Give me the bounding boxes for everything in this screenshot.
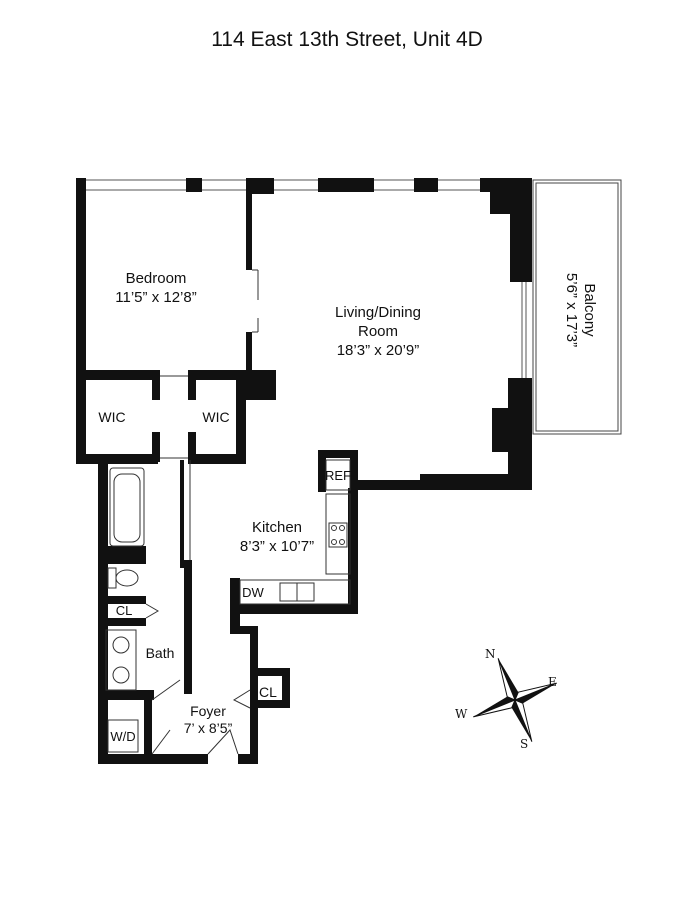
windows — [86, 179, 527, 378]
balcony-size: 5’6” x 17’3” — [563, 273, 580, 347]
plan-title: 114 East 13th Street, Unit 4D — [211, 28, 483, 51]
wic-left-label: WIC — [98, 409, 125, 425]
compass-letters: N E S W — [455, 647, 557, 751]
living-name-1: Living/Dining — [335, 304, 421, 321]
balcony-name: Balcony — [581, 283, 598, 337]
compass-rose — [473, 658, 557, 742]
bath-label: Bath — [146, 645, 175, 661]
living-name-2: Room — [358, 323, 398, 340]
walls — [76, 178, 532, 764]
balcony-outline — [532, 179, 622, 435]
cl-foyer-label: CL — [259, 684, 277, 700]
ref-label: REF — [325, 468, 351, 483]
room-labels: Bedroom 11’5” x 12’8” Living/Dining Room… — [98, 270, 598, 744]
compass-s: S — [520, 737, 528, 751]
wd-label: W/D — [110, 729, 135, 744]
cl-bath-label: CL — [116, 603, 133, 618]
compass-e: E — [548, 675, 557, 689]
bedroom-size: 11’5” x 12’8” — [115, 289, 196, 306]
foyer-size: 7’ x 8’5” — [184, 720, 233, 736]
living-size: 18’3” x 20’9” — [337, 342, 420, 359]
kitchen-name: Kitchen — [252, 519, 302, 536]
kitchen-size: 8’3” x 10’7” — [240, 538, 314, 555]
compass-north-point — [498, 658, 519, 700]
compass-w: W — [455, 707, 468, 721]
fixtures — [105, 269, 351, 755]
wic-right-label: WIC — [202, 409, 229, 425]
dw-label: DW — [242, 585, 264, 600]
bedroom-name: Bedroom — [126, 270, 187, 287]
foyer-name: Foyer — [190, 703, 226, 719]
compass-n: N — [485, 647, 496, 661]
